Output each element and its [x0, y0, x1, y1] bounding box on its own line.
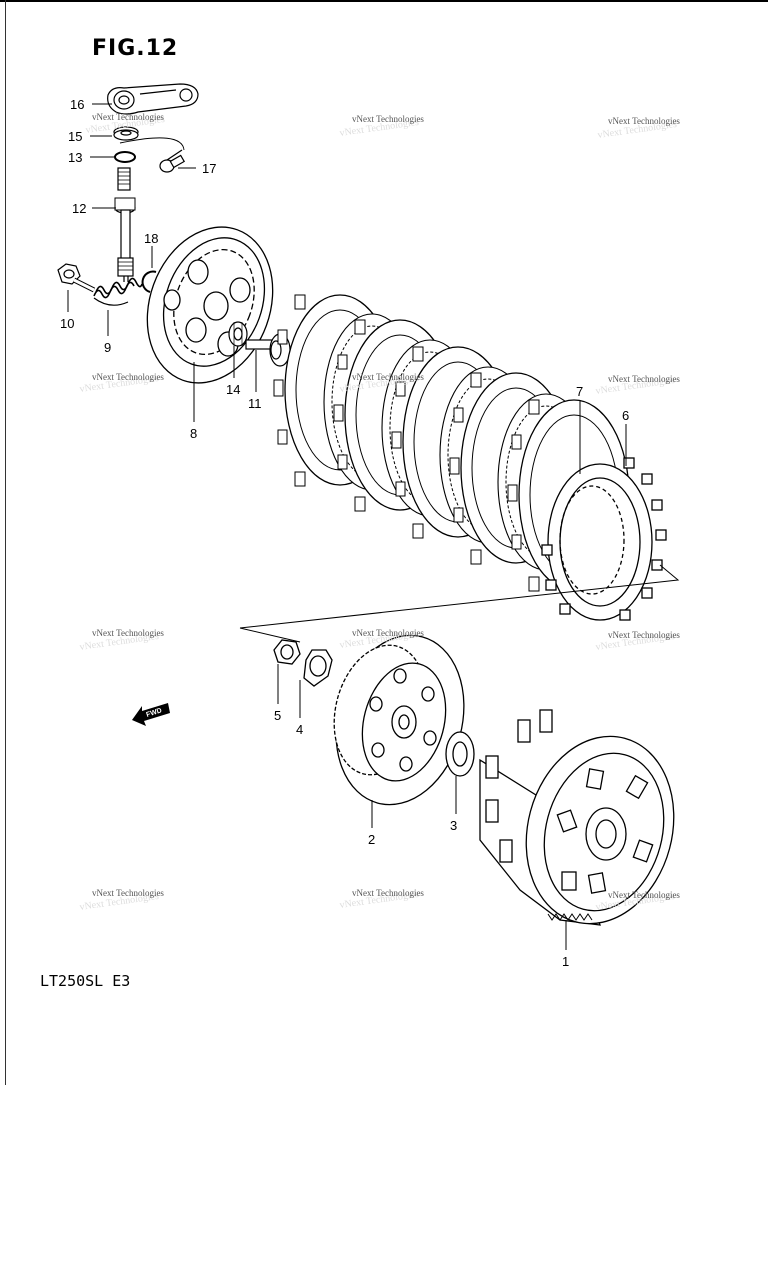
watermark: vNext Technologies — [92, 628, 164, 638]
callout-11: 11 — [248, 396, 262, 411]
thrust-washer — [445, 731, 475, 777]
watermark: vNext Technologies — [608, 116, 680, 126]
callout-leaders — [67, 103, 627, 950]
callout-16: 16 — [70, 97, 84, 112]
callout-2: 2 — [368, 832, 375, 847]
figure-title: FIG.12 — [92, 36, 179, 61]
release-arm-assembly — [107, 83, 199, 282]
watermark: vNext Technologies — [92, 112, 164, 122]
callout-10: 10 — [60, 316, 74, 331]
callout-17: 17 — [202, 161, 216, 176]
callout-numbers: 16 15 13 12 17 18 10 9 8 14 11 7 6 5 4 2… — [60, 97, 629, 969]
callout-18: 18 — [144, 231, 158, 246]
watermark: vNext Technologies — [608, 630, 680, 640]
watermark: vNext Technologies — [92, 372, 164, 382]
watermark: vNext Technologies — [608, 374, 680, 384]
screw-and-spring — [57, 263, 143, 306]
callout-9: 9 — [104, 340, 111, 355]
top-border — [0, 0, 768, 2]
callout-4: 4 — [296, 722, 303, 737]
bracket-line — [239, 564, 680, 629]
fwd-label: FWD — [145, 707, 162, 719]
drive-plate — [541, 457, 667, 621]
watermark: vNext Technologies — [92, 888, 164, 898]
callout-8: 8 — [190, 426, 197, 441]
callout-13: 13 — [68, 150, 82, 165]
nut-and-lock-washer — [273, 639, 333, 687]
watermark: vNext Technologies — [608, 890, 680, 900]
callout-15: 15 — [68, 129, 82, 144]
watermark: vNext Technologies — [352, 888, 424, 898]
callout-1: 1 — [562, 954, 569, 969]
primary-driven-gear-housing — [479, 709, 675, 926]
callout-12: 12 — [72, 201, 86, 216]
callout-14: 14 — [226, 382, 240, 397]
callout-5: 5 — [274, 708, 281, 723]
bracket-line-lower — [239, 627, 301, 643]
left-border — [5, 0, 6, 1085]
callout-7: 7 — [576, 384, 583, 399]
clutch-sleeve-hub — [333, 634, 465, 806]
circlip — [141, 270, 157, 293]
watermark: vNext Technologies — [352, 628, 424, 638]
callout-6: 6 — [622, 408, 629, 423]
watermark: vNext Technologies — [352, 114, 424, 124]
watermark: vNext Technologies — [352, 372, 424, 382]
watermarks: vNext Technologies vNext Technologies vN… — [79, 112, 681, 913]
fwd-arrow: FWD — [132, 703, 170, 726]
model-label: LT250SL E3 — [40, 972, 131, 990]
callout-3: 3 — [450, 818, 457, 833]
